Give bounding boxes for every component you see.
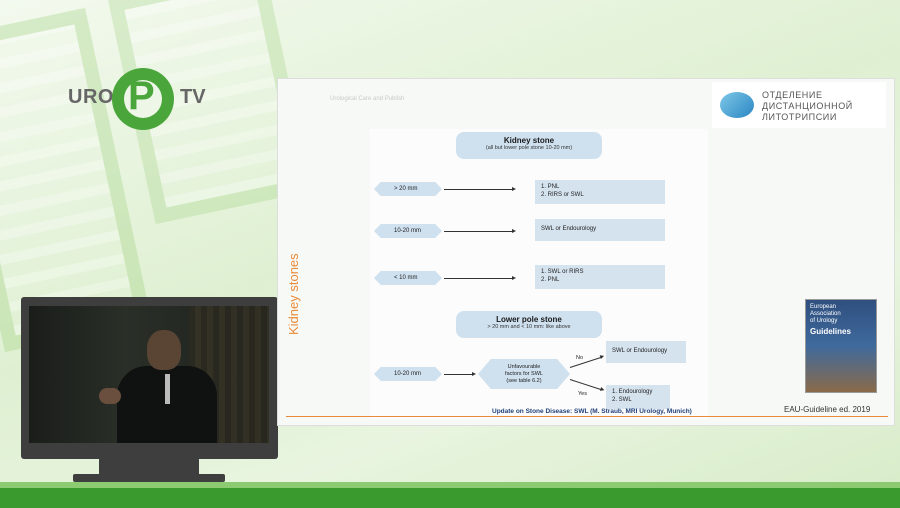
yes-label: Yes bbox=[578, 391, 587, 397]
arrow-2 bbox=[444, 229, 516, 233]
slide-side-title: Kidney stones bbox=[286, 253, 301, 335]
unfavourable-factors-decision: Unfavourable factors for SWL (see table … bbox=[478, 359, 570, 389]
result-yes-box: 1. Endourology 2. SWL bbox=[606, 385, 670, 409]
arrow-yes bbox=[569, 379, 603, 391]
kidney-stone-title: Kidney stone bbox=[503, 136, 555, 145]
result-1-line-1: 1. PNL bbox=[541, 184, 560, 190]
result-3-line-2: 2. PNL bbox=[541, 276, 560, 283]
bottom-bar bbox=[0, 488, 900, 508]
result-yes-line-1: 1. Endourology bbox=[612, 389, 653, 395]
cover-title-line-2: Association bbox=[810, 311, 841, 318]
presentation-slide: Urological Care and Publish Kidney stone… bbox=[277, 78, 895, 426]
size-pill-lower: 10-20 mm bbox=[374, 367, 442, 381]
logo-glyph: P bbox=[128, 74, 155, 118]
arrow-no bbox=[569, 356, 603, 368]
eau-guidelines-cover: European Association of Urology Guidelin… bbox=[805, 299, 877, 393]
monitor-icon bbox=[21, 297, 278, 482]
treatment-flowchart: Kidney stone (all but lower pole stone 1… bbox=[370, 129, 708, 419]
arrow-lower bbox=[444, 372, 476, 376]
result-yes-line-2: 2. SWL bbox=[612, 396, 632, 403]
cover-title-line-3: of Urology bbox=[810, 318, 838, 325]
result-1-line-2: 2. RIRS or SWL bbox=[541, 191, 584, 198]
slide-header-text: Urological Care and Publish bbox=[330, 96, 405, 102]
crystal-gem-icon bbox=[720, 92, 754, 118]
size-pill-2: 10-20 mm bbox=[374, 224, 442, 238]
dept-logo-line-2: ДИСТАНЦИОННОЙ bbox=[762, 101, 853, 111]
slide-footer-citation: Update on Stone Disease: SWL (M. Straub,… bbox=[492, 408, 692, 415]
cover-title: European Association of Urology bbox=[810, 304, 841, 326]
kidney-stone-sub: (all but lower pole stone 10-20 mm) bbox=[485, 145, 573, 151]
monitor-base bbox=[73, 474, 225, 482]
lower-pole-sub: > 20 mm and < 10 mm: like above bbox=[487, 324, 571, 330]
dept-logo-line-3: ЛИТОТРИПСИИ bbox=[762, 112, 837, 122]
bottom-accent-strip bbox=[0, 482, 900, 488]
decision-line-2: factors for SWL bbox=[505, 370, 543, 377]
slide-footer-line bbox=[286, 416, 888, 417]
monitor-stand bbox=[99, 459, 199, 474]
lower-pole-title: Lower pole stone bbox=[496, 315, 562, 324]
result-no-box: SWL or Endourology bbox=[606, 341, 686, 363]
kidney-stone-box: Kidney stone (all but lower pole stone 1… bbox=[456, 132, 602, 159]
speaker-figure bbox=[99, 326, 217, 443]
slide-footer-source: EAU-Guideline ed. 2019 bbox=[784, 405, 871, 414]
cover-title-line-1: European bbox=[810, 304, 837, 310]
logo-tv-text: TV bbox=[180, 86, 206, 108]
decision-line-3: (see table 6.2) bbox=[506, 377, 542, 384]
result-2-line-1: SWL or Endourology bbox=[541, 226, 597, 232]
microphone-icon bbox=[165, 374, 170, 404]
lower-pole-box: Lower pole stone > 20 mm and < 10 mm: li… bbox=[456, 311, 602, 338]
size-pill-3: < 10 mm bbox=[374, 271, 442, 285]
logo-circle bbox=[112, 68, 174, 130]
dept-logo-line-1: ОТДЕЛЕНИЕ bbox=[762, 90, 823, 100]
result-box-1: 1. PNL 2. RIRS or SWL bbox=[535, 180, 665, 204]
department-logo: ОТДЕЛЕНИЕ ДИСТАНЦИОННОЙ ЛИТОТРИПСИИ bbox=[712, 82, 886, 128]
no-label: No bbox=[576, 355, 584, 361]
result-box-3: 1. SWL or RIRS 2. PNL bbox=[535, 265, 665, 289]
decision-line-1: Unfavourable bbox=[507, 364, 541, 370]
speaker-video bbox=[29, 306, 269, 443]
uro-tv-logo-icon: URO P TV bbox=[68, 68, 206, 130]
result-box-2: SWL or Endourology bbox=[535, 219, 665, 241]
size-pill-1: > 20 mm bbox=[374, 182, 442, 196]
logo-uro-text: URO bbox=[68, 86, 114, 108]
result-3-line-1: 1. SWL or RIRS bbox=[541, 269, 584, 275]
result-no-line-1: SWL or Endourology bbox=[612, 348, 668, 354]
arrow-3 bbox=[444, 276, 516, 280]
cover-guidelines: Guidelines bbox=[810, 327, 851, 336]
arrow-1 bbox=[444, 187, 516, 191]
